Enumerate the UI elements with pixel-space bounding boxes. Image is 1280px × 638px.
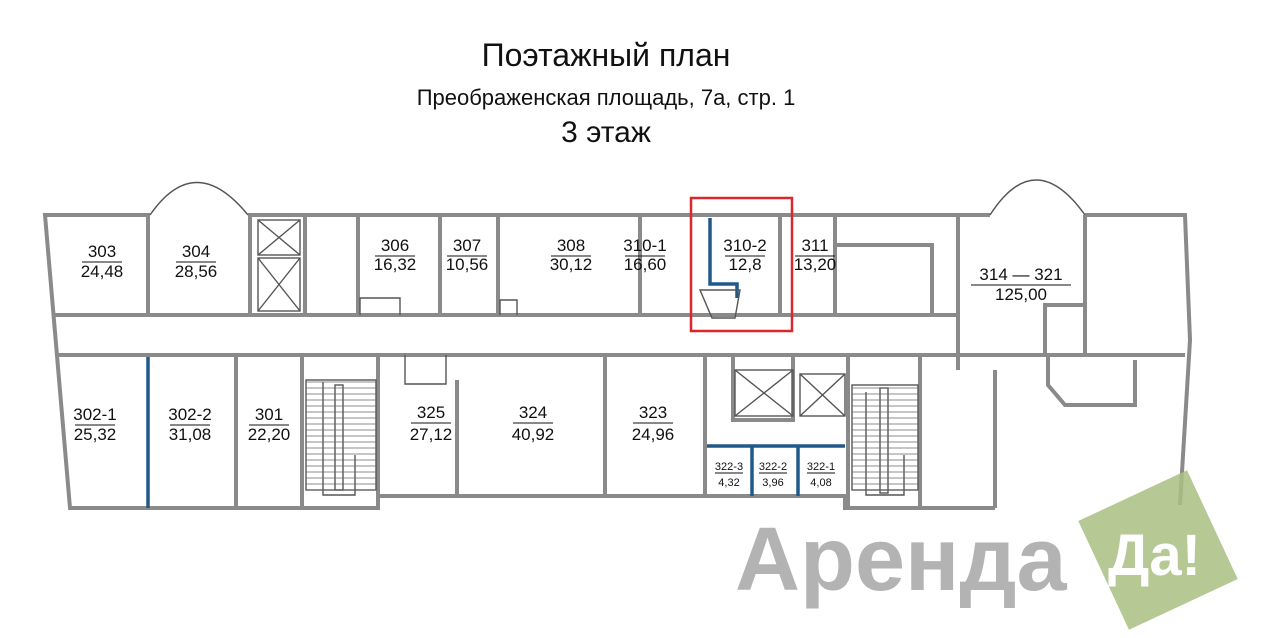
- room-number: 308: [557, 236, 585, 255]
- room-area: 10,56: [446, 255, 489, 274]
- plan-floor: 3 этаж: [561, 116, 651, 149]
- room-number: 302-1: [73, 405, 116, 424]
- highlight-frame-310-2: [689, 196, 794, 333]
- room-number: 302-2: [168, 405, 211, 424]
- room-number: 310-1: [623, 236, 666, 255]
- room-322-3[interactable]: 322-3 4,32: [715, 461, 743, 489]
- room-area: 16,32: [374, 255, 417, 274]
- room-area: 30,12: [550, 255, 593, 274]
- room-area: 13,20: [794, 255, 837, 274]
- room-302-2[interactable]: 302-231,08: [168, 405, 211, 444]
- room-310-2[interactable]: 310-212,8: [723, 236, 766, 274]
- watermark-badge-text: Да!: [1108, 523, 1201, 588]
- room-322-2[interactable]: 322-2 3,96: [759, 461, 787, 489]
- top-partitions: [146, 215, 1087, 370]
- room-area: 3,96: [762, 477, 783, 489]
- room-number: 322-1: [807, 461, 835, 473]
- room-number: 314 — 321: [979, 265, 1062, 284]
- staircase-right: [851, 384, 919, 496]
- room-310-1[interactable]: 310-116,60: [623, 236, 666, 274]
- room-number: 323: [639, 403, 667, 422]
- room-area: 4,32: [718, 477, 739, 489]
- watermark-badge: [1078, 470, 1238, 630]
- room-number: 306: [381, 236, 409, 255]
- room-area: 12,8: [728, 255, 761, 274]
- room-324[interactable]: 324 40,92: [512, 403, 555, 444]
- stair-steps: [306, 381, 918, 491]
- bottom-partitions: [234, 355, 1137, 508]
- room-number: 311: [801, 236, 828, 255]
- watermark-logo: Аренда Да!: [735, 470, 1238, 630]
- room-area: 16,60: [624, 255, 667, 274]
- new-partitions: [146, 218, 845, 508]
- room-area: 31,08: [169, 425, 212, 444]
- room-number: 322-2: [759, 461, 787, 473]
- room-number: 322-3: [715, 461, 743, 473]
- room-number: 304: [182, 242, 210, 261]
- room-area: 4,08: [810, 477, 831, 489]
- room-302-1[interactable]: 302-125,32: [73, 405, 116, 444]
- room-area: 125,00: [995, 285, 1047, 304]
- room-325[interactable]: 325 27,12: [410, 403, 453, 444]
- room-number: 310-2: [723, 236, 766, 255]
- room-number: 303: [88, 242, 116, 261]
- room-area: 27,12: [410, 425, 453, 444]
- room-area: 28,56: [175, 262, 218, 281]
- room-number: 307: [453, 236, 481, 255]
- room-322-1[interactable]: 322-1 4,08: [807, 461, 835, 489]
- room-323[interactable]: 323 24,96: [632, 403, 675, 444]
- room-area: 22,20: [248, 425, 291, 444]
- room-number: 324: [519, 403, 547, 422]
- room-area: 40,92: [512, 425, 555, 444]
- corridor-walls: [55, 313, 1185, 357]
- plan-title: Поэтажный план: [481, 37, 731, 73]
- room-area: 25,32: [74, 425, 117, 444]
- room-number: 301: [255, 405, 283, 424]
- room-area: 24,48: [81, 262, 124, 281]
- watermark-word: Аренда: [735, 510, 1068, 610]
- room-number: 325: [417, 403, 445, 422]
- outer-walls: [42, 179, 1193, 510]
- plan-address: Преображенская площадь, 7а, стр. 1: [416, 85, 796, 110]
- room-area: 24,96: [632, 425, 675, 444]
